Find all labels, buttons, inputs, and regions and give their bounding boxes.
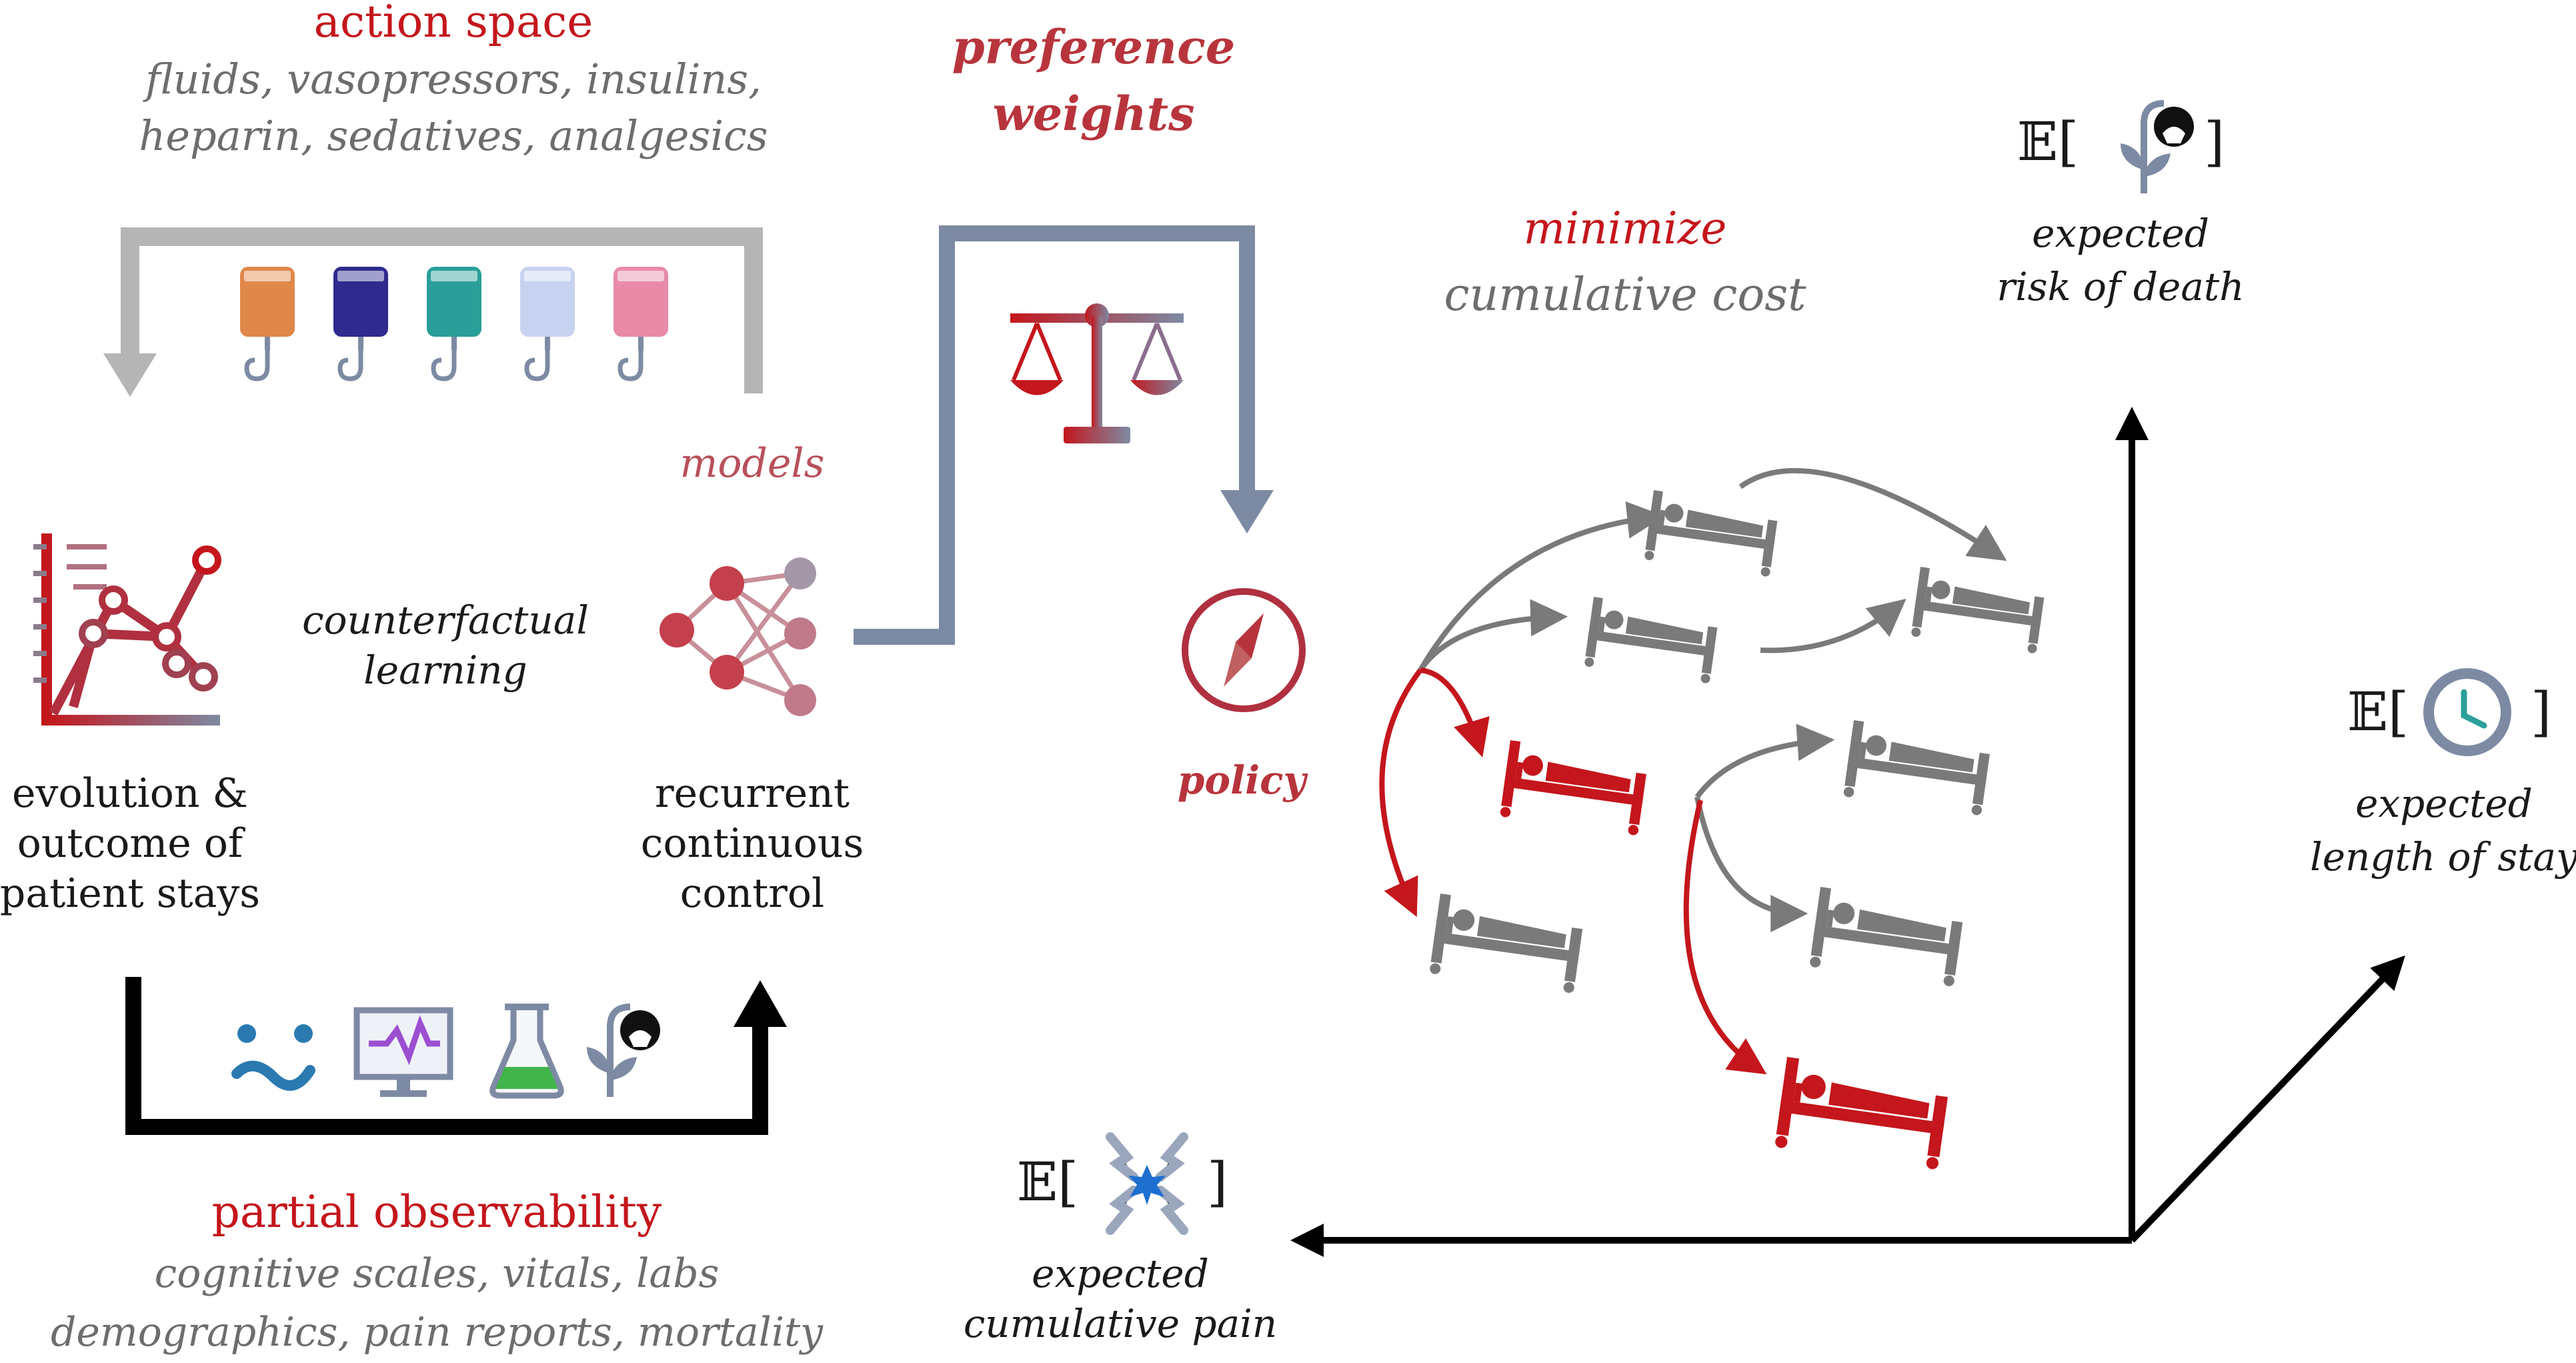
bed-icon [1810, 887, 1963, 986]
bed-icon [1584, 597, 1718, 684]
iv-bag-icon [240, 267, 295, 381]
preference-weights-line1: preference [952, 19, 1235, 75]
patient-bed-states [1430, 490, 2045, 1170]
policy-compass-icon [1182, 588, 1306, 712]
pain-expectation-close: ] [1207, 1151, 1228, 1213]
pain-burst-icon [1106, 1132, 1188, 1235]
iv-bag-icon [427, 267, 481, 381]
stay-expectation-close: ] [2531, 681, 2551, 743]
iv-bag-icons [240, 267, 668, 381]
state-transition-arrows [1379, 467, 2007, 1075]
evolution-line3: patient stays [0, 870, 260, 917]
stay-expectation-symbol: 𝔼[ [2347, 681, 2409, 743]
action-space-title: action space [314, 0, 593, 47]
death-expectation-symbol: 𝔼[ [2017, 111, 2079, 173]
bed-icon [1500, 740, 1646, 836]
counterfactual-line1: counterfactual [302, 597, 589, 643]
observation-loop-arrow [125, 977, 768, 1135]
stay-label-line2: length of stay [2310, 834, 2576, 880]
partial-observability-title: partial observability [212, 1186, 662, 1238]
action-feedback-arrow [121, 227, 763, 393]
counterfactual-line2: learning [363, 647, 527, 693]
control-to-policy-arrowhead [1220, 490, 1274, 533]
face-icon [231, 1024, 315, 1091]
death-label-line1: expected [2032, 211, 2209, 256]
death-label-line2: risk of death [1997, 264, 2244, 309]
bed-icon [1644, 490, 1778, 577]
iv-bag-icon [333, 267, 388, 381]
minimize-subtitle: cumulative cost [1444, 269, 1806, 321]
minimize-title: minimize [1524, 203, 1727, 254]
control-to-policy-arrow [854, 225, 1255, 645]
policy-label: policy [1178, 758, 1309, 803]
bed-icon [1843, 720, 1990, 816]
lab-flask-icon [489, 1004, 564, 1099]
balance-scale-icon [1010, 303, 1184, 443]
recurrent-line1: recurrent [655, 770, 850, 817]
recurrent-line2: continuous [641, 820, 864, 867]
cost-axes [1290, 407, 2405, 1257]
action-feedback-arrowhead [103, 353, 157, 397]
action-space-line1: fluids, vasopressors, insulins, [143, 55, 762, 103]
pain-label-line1: expected [1032, 1251, 1209, 1296]
iv-bag-icon [520, 267, 575, 381]
pain-label-line2: cumulative pain [964, 1301, 1277, 1346]
neural-network-icon [660, 557, 816, 716]
evolution-line1: evolution & [12, 770, 248, 817]
clock-icon [2423, 668, 2511, 756]
recurrent-line3: control [680, 870, 824, 917]
death-expectation-close: ] [2204, 111, 2225, 173]
preference-weights-line2: weights [993, 86, 1195, 141]
models-label: models [680, 440, 825, 487]
line-chart-icon [33, 533, 221, 726]
vitals-monitor-icon [353, 1007, 453, 1097]
evolution-line2: outcome of [17, 820, 245, 867]
partial-observability-line2: demographics, pain reports, mortality [51, 1309, 824, 1356]
iv-bag-icon [613, 267, 668, 381]
bed-icon [1775, 1057, 1948, 1170]
action-space-line2: heparin, sedatives, analgesics [139, 111, 768, 160]
stay-label-line1: expected [2355, 781, 2533, 826]
partial-observability-line1: cognitive scales, vitals, labs [155, 1250, 720, 1297]
pain-expectation-symbol: 𝔼[ [1017, 1151, 1078, 1213]
bed-icon [1911, 567, 2045, 653]
observation-loop-arrowhead [734, 980, 787, 1027]
bed-icon [1430, 894, 1583, 993]
mortality-flower-icon-axis [2121, 100, 2194, 193]
mortality-flower-icon [587, 1004, 660, 1097]
